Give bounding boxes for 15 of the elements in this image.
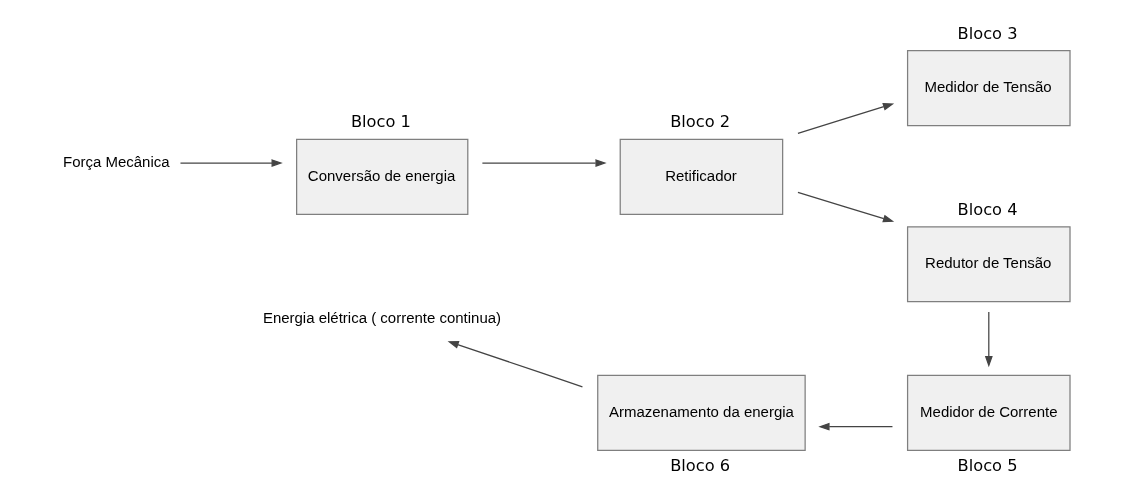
arrow [447,341,583,388]
node-text: Força Mecânica [62,152,170,170]
arrow [481,159,607,167]
node-label: Bloco 2 [669,112,730,132]
arrow [179,159,283,167]
node-text: Energia elétrica ( corrente continua) [262,309,501,327]
arrow [984,311,993,368]
node-label: Bloco 3 [957,23,1017,43]
node-label: Bloco 6 [669,455,730,475]
arrow [796,103,894,134]
node-label: Bloco 1 [350,112,411,132]
node-label: Bloco 4 [957,199,1017,219]
node-label: Bloco 5 [957,455,1017,475]
arrow [817,422,893,431]
arrow [796,191,894,223]
